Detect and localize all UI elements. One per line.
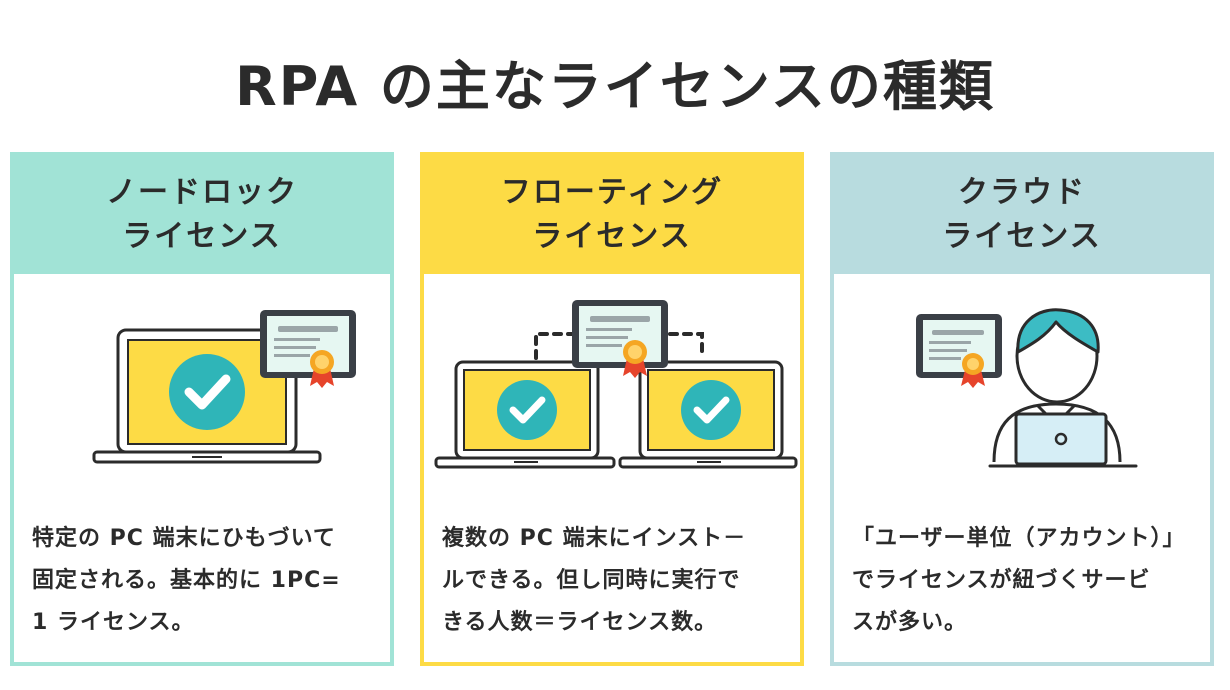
card-description-line: 「ユーザー単位（アカウント）」 xyxy=(852,526,1186,551)
card-description-line: きる人数＝ライセンス数。 xyxy=(442,610,718,635)
card-heading-line1: フローティング xyxy=(500,175,724,210)
check-icon xyxy=(681,380,741,440)
card-heading-line1: クラウド xyxy=(958,175,1086,210)
card-description-line: でライセンスが紐づくサービ xyxy=(852,568,1151,593)
certificate-icon xyxy=(572,300,668,368)
card-heading-line1: ノードロック xyxy=(106,175,298,210)
dashed-connector xyxy=(534,332,704,360)
certificate-icon xyxy=(260,310,356,378)
card-description: 特定の PC 端末にひもづいて 固定される。基本的に 1PC= 1 ライセンス。 xyxy=(32,518,382,644)
card-heading-line2: ライセンス xyxy=(532,219,692,254)
card-cloud: クラウド ライセンス 「ユーザー単位（アカウント）」 xyxy=(830,152,1214,666)
card-description-line: 特定の PC 端末にひもづいて xyxy=(32,526,336,551)
card-floating: フローティング ライセンス xyxy=(420,152,804,666)
card-heading: フローティング ライセンス xyxy=(424,156,800,274)
card-heading-line2: ライセンス xyxy=(942,219,1102,254)
node-lock-illustration xyxy=(92,310,356,464)
check-icon xyxy=(169,354,245,430)
medal-icon xyxy=(961,353,985,388)
medal-icon xyxy=(310,350,334,388)
floating-illustration xyxy=(434,300,798,469)
check-icon xyxy=(497,380,557,440)
card-description-line: スが多い。 xyxy=(852,610,968,635)
card-description-line: 1 ライセンス。 xyxy=(32,610,195,635)
card-node-lock: ノードロック ライセンス 特定の PC 端末にひもづいて xyxy=(10,152,394,666)
page-title: RPA の主なライセンスの種類 xyxy=(235,55,995,118)
person-icon xyxy=(988,308,1138,468)
card-heading: クラウド ライセンス xyxy=(834,156,1210,274)
card-heading: ノードロック ライセンス xyxy=(14,156,390,274)
cloud-illustration xyxy=(916,308,1138,468)
card-description-line: 複数の PC 端末にインスト－ xyxy=(442,526,747,551)
medal-icon xyxy=(623,340,647,378)
card-heading-line2: ライセンス xyxy=(122,219,282,254)
card-description: 「ユーザー単位（アカウント）」 でライセンスが紐づくサービ スが多い。 xyxy=(852,518,1202,644)
card-description-line: 固定される。基本的に 1PC= xyxy=(32,568,341,593)
certificate-icon xyxy=(916,314,1002,378)
card-description-line: ルできる。但し同時に実行で xyxy=(442,568,741,593)
card-description: 複数の PC 端末にインスト－ ルできる。但し同時に実行で きる人数＝ライセンス… xyxy=(442,518,792,644)
